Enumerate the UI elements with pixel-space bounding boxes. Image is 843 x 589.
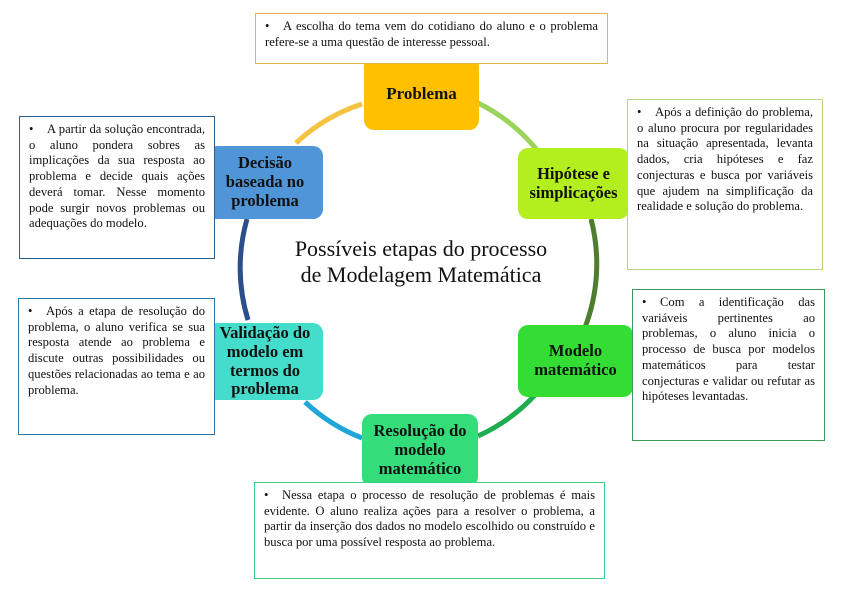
arc-resolucao-validacao (303, 400, 363, 441)
node-decisao: Decisão baseada no problema (207, 146, 323, 219)
arc-modelo-resolucao (476, 393, 537, 439)
bullet-icon: • (265, 19, 270, 33)
note-decisao-text: A partir da solução encontrada, o aluno … (29, 122, 205, 231)
bullet-icon: • (29, 122, 34, 136)
note-decisao: •A partir da solução encontrada, o aluno… (19, 116, 215, 259)
node-problema: Problema (364, 57, 479, 130)
note-modelo: •Com a identificação das variáveis perti… (632, 289, 825, 441)
node-hipotese: Hipótese e simplicações (518, 148, 629, 219)
note-resolucao-text: Nessa etapa o processo de resolução de p… (264, 488, 595, 550)
node-hipotese-label: Hipótese e simplicações (529, 163, 618, 202)
arc-hipotese-modelo (581, 218, 600, 331)
note-problema-text: A escolha do tema vem do cotidiano do al… (265, 19, 598, 49)
note-hipotese: •Após a definição do problema, o aluno p… (627, 99, 823, 270)
center-title: Possíveis etapas do processo de Modelage… (294, 236, 548, 288)
bullet-icon: • (28, 304, 33, 318)
node-decisao-label: Decisão baseada no problema (225, 153, 305, 210)
note-modelo-text: Com a identificação das variáveis pertin… (642, 295, 815, 404)
node-validacao-label: Validação do modelo em termos do problem… (219, 322, 311, 399)
note-resolucao: •Nessa etapa o processo de resolução de … (254, 482, 605, 579)
node-modelo-label: Modelo matemático (534, 341, 617, 379)
note-problema: •A escolha do tema vem do cotidiano do a… (255, 13, 608, 64)
arc-problema-hipotese (476, 100, 539, 152)
bullet-icon: • (642, 295, 647, 309)
node-problema-label: Problema (386, 83, 457, 103)
node-resolucao: Resolução do modelo matemático (362, 414, 478, 487)
node-modelo: Modelo matemático (518, 325, 633, 397)
note-validacao-text: Após a etapa de resolução do problema, o… (28, 304, 205, 397)
note-validacao: •Após a etapa de resolução do problema, … (18, 298, 215, 435)
bullet-icon: • (264, 488, 269, 502)
note-hipotese-text: Após a definição do problema, o aluno pr… (637, 105, 813, 214)
node-validacao: Validação do modelo em termos do problem… (207, 323, 323, 400)
node-resolucao-label: Resolução do modelo matemático (373, 421, 467, 478)
arc-decisao-problema (294, 101, 363, 145)
arc-validacao-decisao (237, 218, 251, 321)
bullet-icon: • (637, 105, 642, 119)
